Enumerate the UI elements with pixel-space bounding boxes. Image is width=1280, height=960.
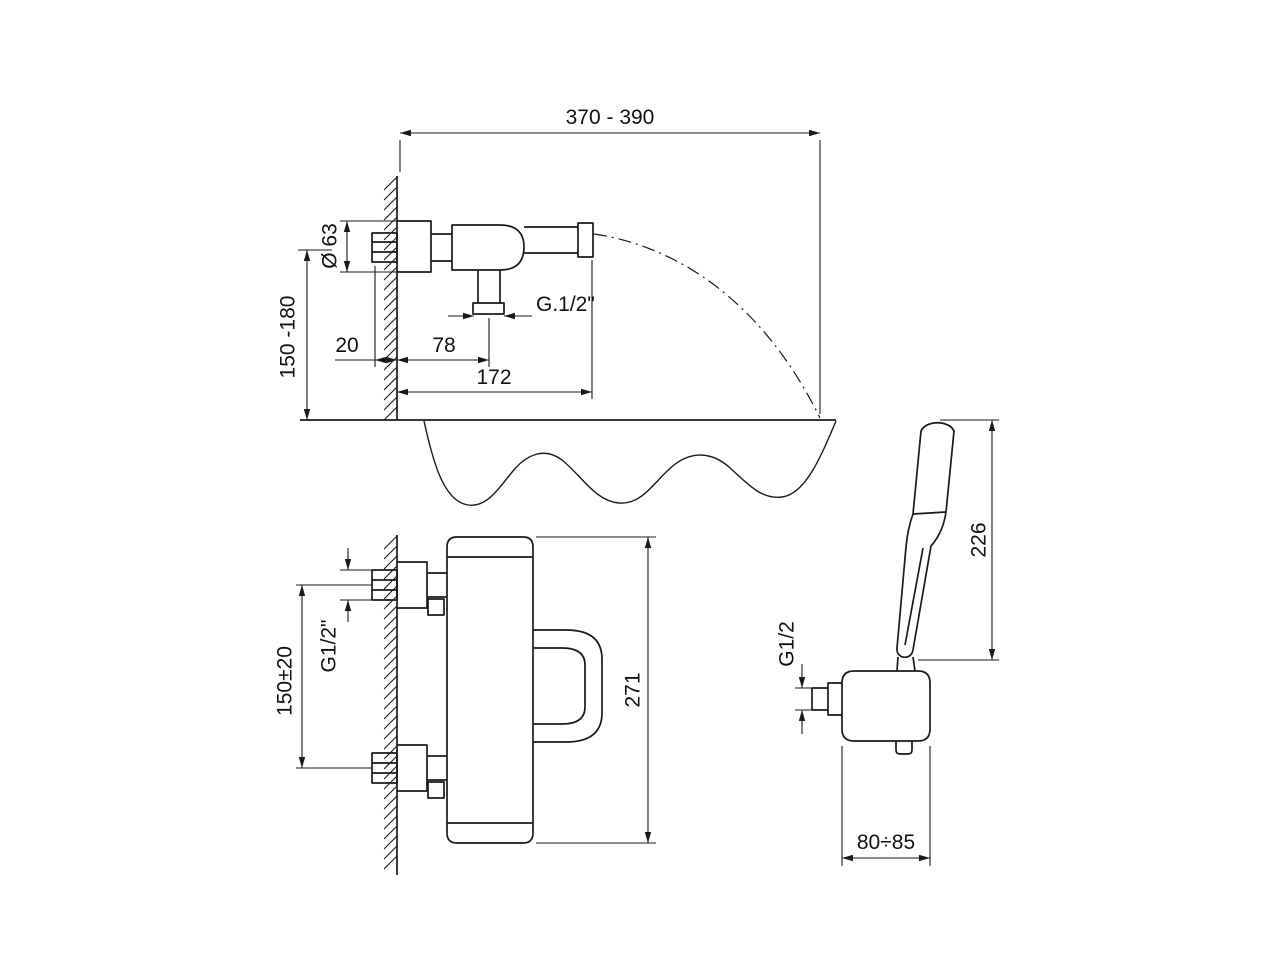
front-view <box>371 535 603 875</box>
handshower-view <box>811 421 955 755</box>
label-span-wall-to-spout: 370 - 390 <box>566 106 655 129</box>
wall-hatching-bottom <box>383 535 398 870</box>
wall-hatching-top <box>383 176 398 421</box>
side-dimension-lines <box>298 132 821 420</box>
label-offset-20: 20 <box>335 334 358 357</box>
handshower-outline <box>811 421 955 755</box>
handshower-dimension-lines <box>795 419 999 866</box>
label-handshower-length: 226 <box>968 522 991 557</box>
mixer-side-outline <box>371 220 594 315</box>
label-inlet-spacing: 150±20 <box>274 646 297 716</box>
handshower-dimensions: 226 G1/2 80÷85 <box>776 419 999 866</box>
side-view-dimensions: 370 - 390 Ø 63 150 -180 20 78 G.1/2" 172 <box>277 106 821 421</box>
label-body-height: 271 <box>622 672 645 707</box>
label-offset-78: 78 <box>432 334 455 357</box>
label-spout-reach: 172 <box>476 366 511 389</box>
label-bracket-thread: G1/2 <box>776 621 799 667</box>
label-flange-diameter: Ø 63 <box>319 223 342 269</box>
side-view <box>300 176 837 507</box>
mixer-front-outline <box>371 536 603 844</box>
label-bracket-span: 80÷85 <box>857 831 915 854</box>
label-inlet-thread: G1/2" <box>318 620 341 673</box>
label-height-above-rim: 150 -180 <box>277 296 300 379</box>
water-trajectory-line <box>593 233 821 419</box>
front-dimension-arrowheads <box>298 537 652 843</box>
label-outlet-thread: G.1/2" <box>536 293 595 316</box>
tub-break-line <box>423 420 837 507</box>
side-dimension-arrowheads <box>303 129 820 421</box>
front-view-dimensions: G1/2" 150±20 271 <box>274 536 656 844</box>
